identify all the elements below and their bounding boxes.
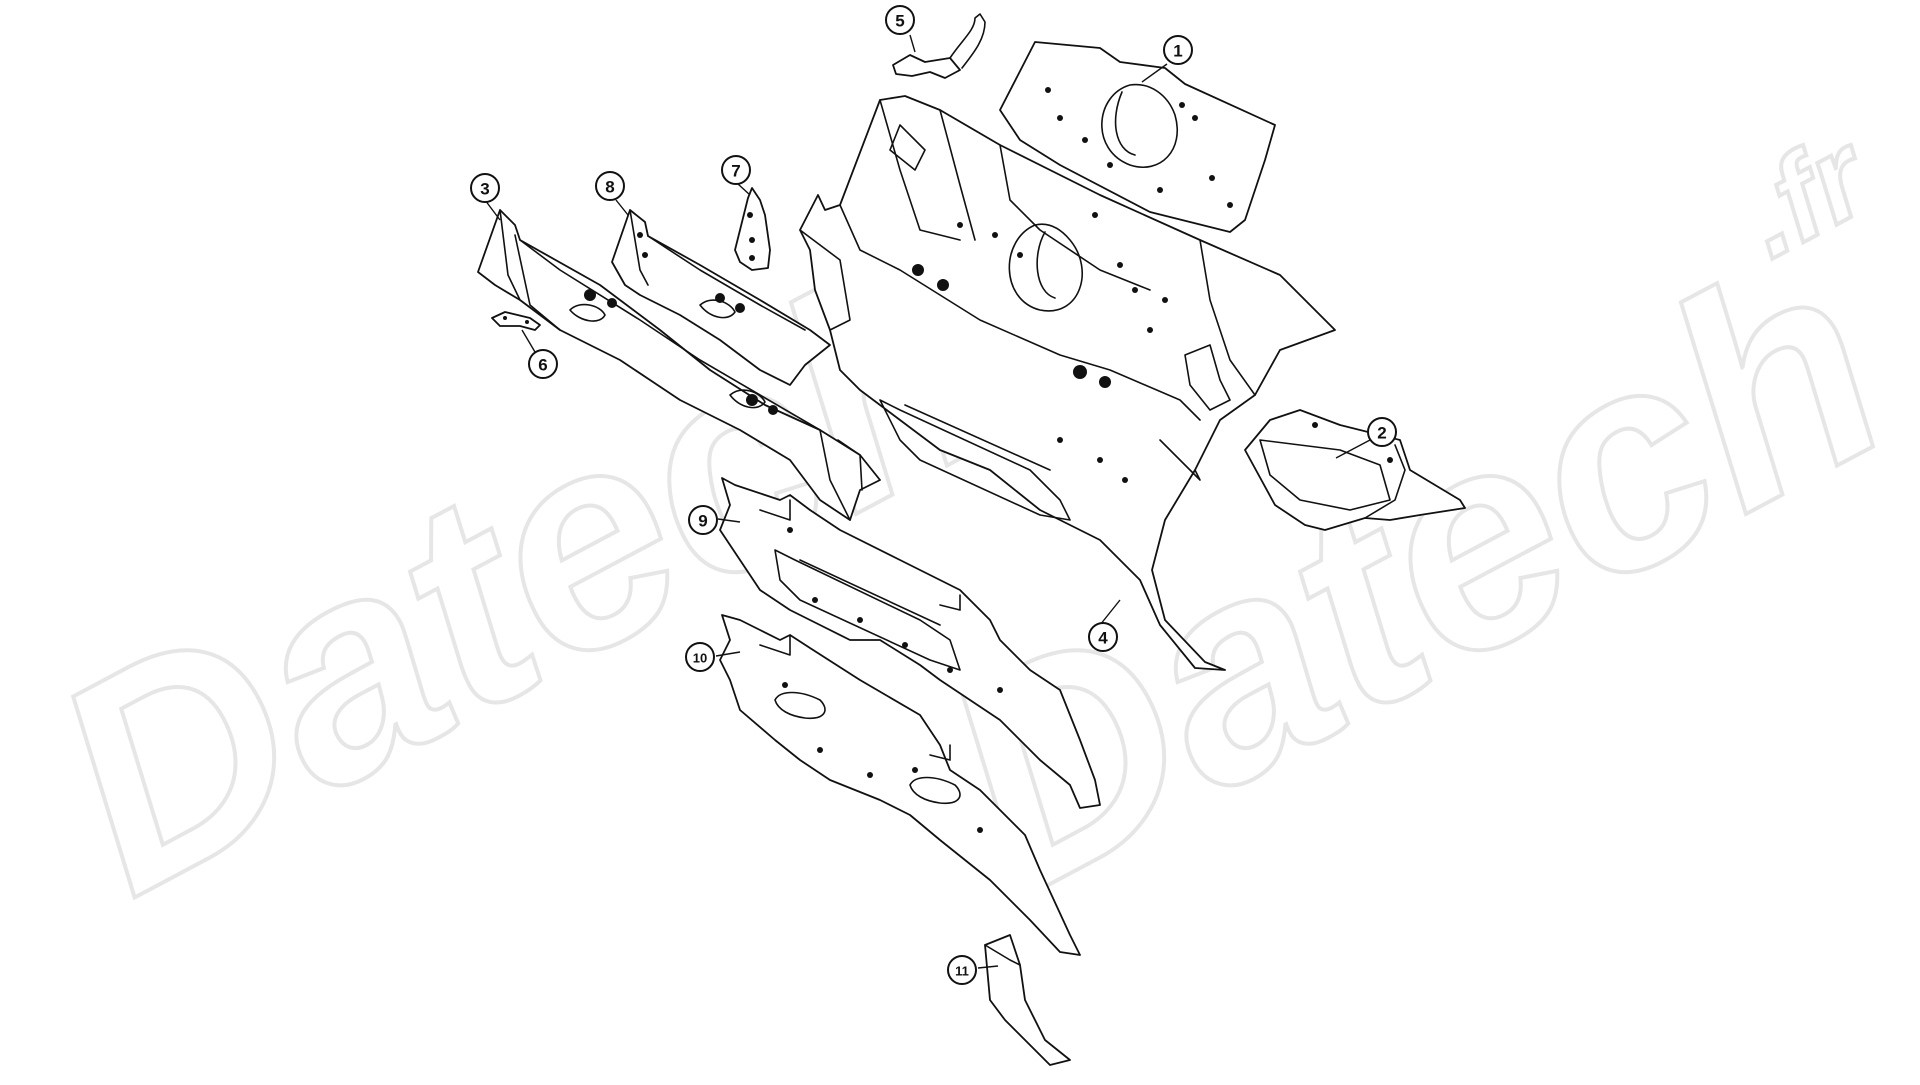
- callout-label: 9: [698, 512, 707, 531]
- callout-3: 3: [470, 173, 500, 203]
- callout-label: 8: [605, 178, 614, 197]
- callout-8: 8: [595, 171, 625, 201]
- part-8-middle-member: [611, 209, 831, 386]
- callout-circle: [947, 955, 977, 985]
- part-6-small-plate: [491, 311, 541, 331]
- callout-6: 6: [528, 349, 558, 379]
- callout-label: 4: [1098, 629, 1108, 648]
- part-5-bracket: [892, 13, 986, 79]
- callout-circle: [528, 349, 558, 379]
- callout-label: 10: [693, 651, 707, 666]
- callout-circle: [1367, 417, 1397, 447]
- callout-label: 11: [955, 964, 969, 979]
- callout-5: 5: [885, 5, 915, 35]
- part-11-corner-piece: [984, 934, 1071, 1066]
- callout-10: 10: [685, 642, 715, 672]
- callout-9: 9: [688, 505, 718, 535]
- part-4-bulkhead: [799, 95, 1336, 671]
- callout-circle: [1088, 622, 1118, 652]
- callout-circle: [688, 505, 718, 535]
- part-9-front-panel: [719, 477, 1101, 809]
- callout-label: 7: [731, 162, 740, 181]
- callout-7: 7: [721, 155, 751, 185]
- part-7-gusset: [734, 187, 771, 271]
- callout-label: 6: [538, 356, 547, 375]
- callout-11: 11: [947, 955, 977, 985]
- part-1-top-panel: [999, 41, 1276, 233]
- callout-circle: [470, 173, 500, 203]
- callout-circle: [1163, 35, 1193, 65]
- callout-label: 3: [480, 180, 489, 199]
- callout-circle: [595, 171, 625, 201]
- part-10-rear-panel: [719, 614, 1081, 956]
- part-3-long-member: [477, 209, 881, 521]
- callout-circle: [685, 642, 715, 672]
- callout-1: 1: [1163, 35, 1193, 65]
- leader-lines: [484, 34, 1371, 969]
- callout-circle: [721, 155, 751, 185]
- callout-label: 2: [1377, 424, 1386, 443]
- callout-circle: [885, 5, 915, 35]
- callout-label: 5: [895, 12, 904, 31]
- callout-label: 1: [1173, 42, 1182, 61]
- callout-4: 4: [1088, 622, 1118, 652]
- callout-2: 2: [1367, 417, 1397, 447]
